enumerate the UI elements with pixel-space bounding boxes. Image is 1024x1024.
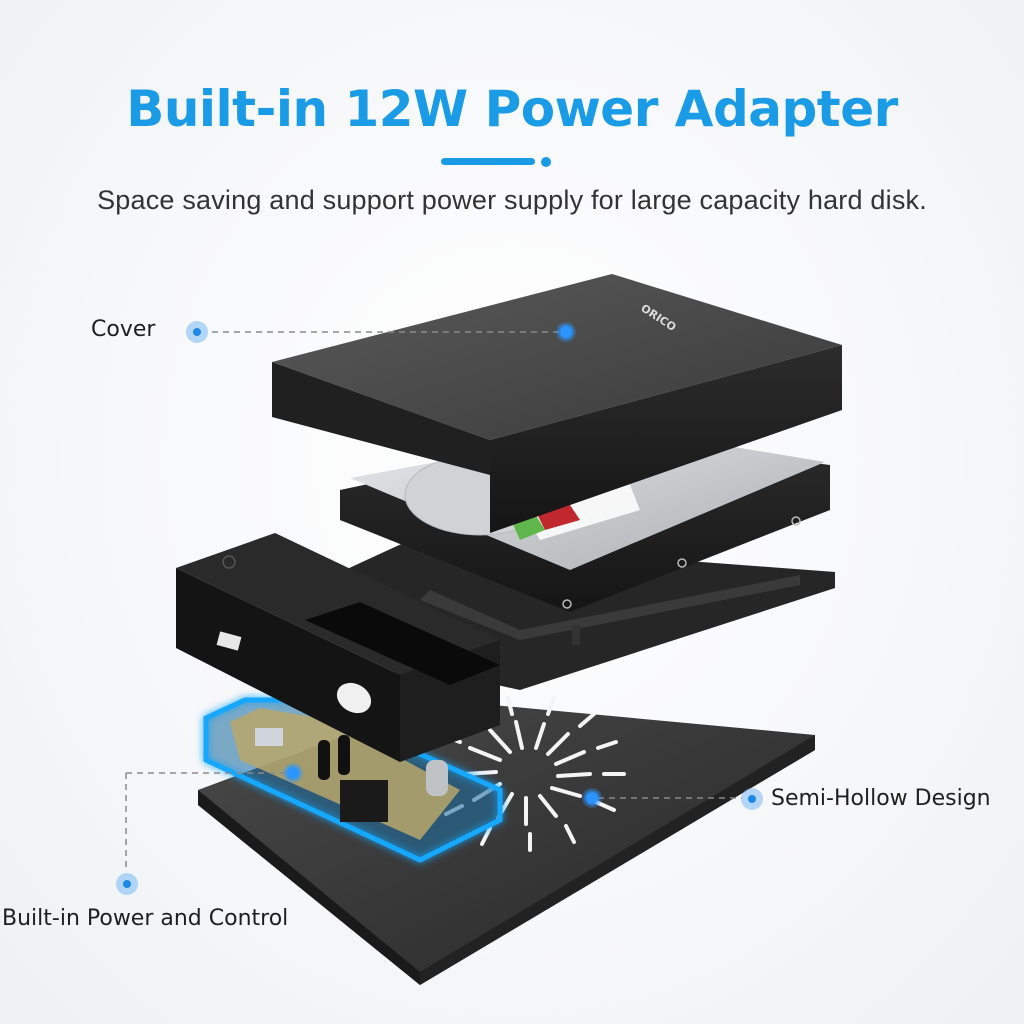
- title-underline: [441, 158, 535, 165]
- callout-cover-marker: [186, 321, 208, 343]
- title-underline-dot: [541, 157, 551, 167]
- power-board-components: [230, 708, 460, 840]
- headline: Built-in 12W Power Adapter: [126, 80, 898, 138]
- callout-power-control-marker: [116, 873, 138, 895]
- power-button-icon: [222, 555, 236, 569]
- callout-semi-hollow-marker: [741, 788, 763, 810]
- callout-cover-label: Cover: [91, 317, 156, 342]
- power-control-hotspot: [283, 763, 303, 783]
- cover-hotspot: [556, 322, 576, 342]
- enclosure-cover: ORICO: [272, 274, 842, 533]
- callout-power-control-label: Built-in Power and Control: [2, 906, 289, 931]
- power-control-housing: [176, 533, 500, 762]
- callout-semi-hollow-label: Semi-Hollow Design: [771, 786, 991, 811]
- semi-hollow-hotspot: [582, 788, 602, 808]
- subtitle: Space saving and support power supply fo…: [97, 185, 927, 215]
